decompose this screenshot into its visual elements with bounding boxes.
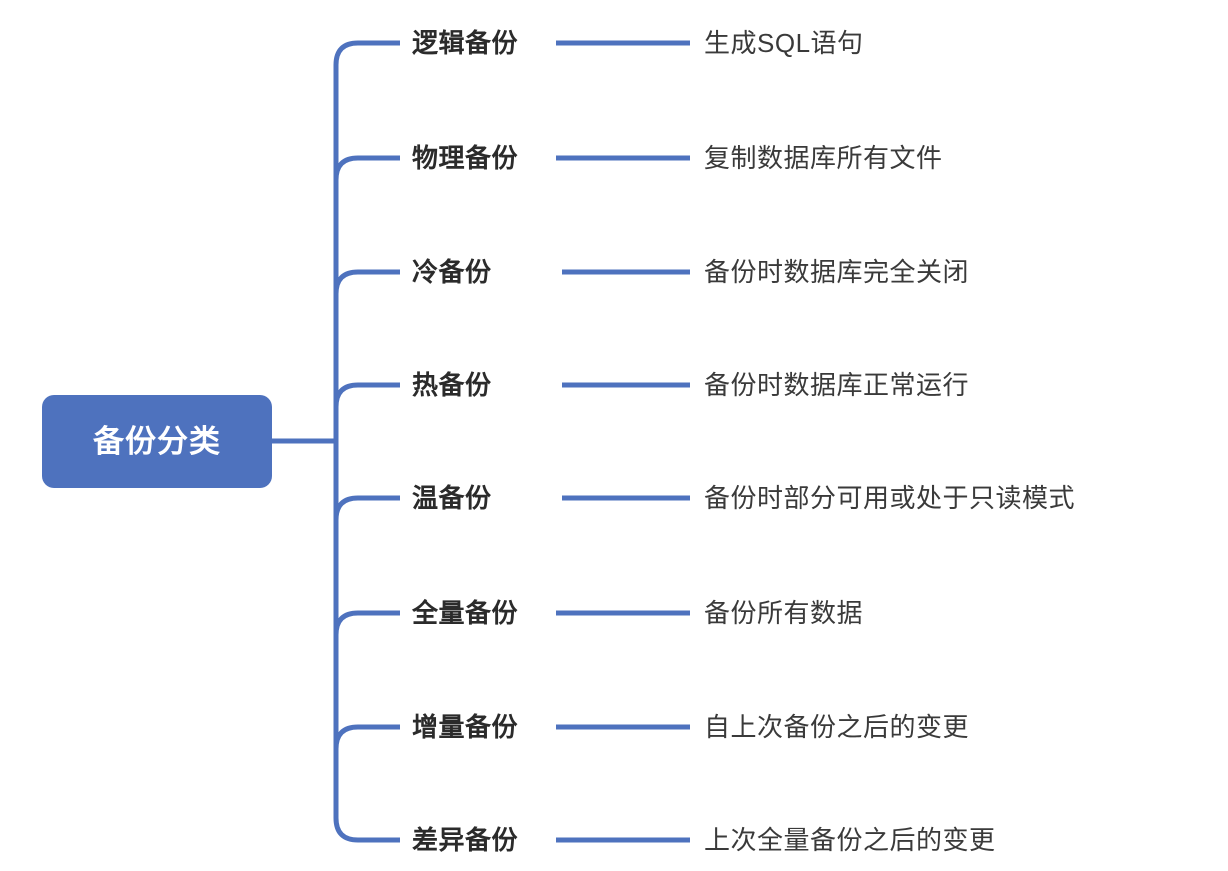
- branch-description[interactable]: 自上次备份之后的变更: [704, 712, 970, 742]
- branch-label[interactable]: 温备份: [412, 483, 492, 513]
- branch-stub-8: [333, 817, 400, 843]
- branch-label[interactable]: 热备份: [412, 370, 492, 400]
- branch-description[interactable]: 备份时数据库完全关闭: [704, 257, 970, 287]
- branch-label[interactable]: 全量备份: [412, 598, 519, 628]
- branch-description[interactable]: 生成SQL语句: [704, 28, 864, 58]
- branch-description[interactable]: 备份时部分可用或处于只读模式: [704, 483, 1076, 513]
- branch-row: 物理备份 复制数据库所有文件: [0, 135, 1228, 181]
- branch-stub-6: [333, 610, 400, 636]
- root-node-label: 备份分类: [93, 424, 221, 459]
- branch-label[interactable]: 物理备份: [412, 143, 519, 173]
- branch-description[interactable]: 复制数据库所有文件: [704, 143, 943, 173]
- branch-stub-3: [333, 269, 400, 295]
- branch-row: 差异备份 上次全量备份之后的变更: [0, 817, 1228, 863]
- root-node[interactable]: 备份分类: [42, 395, 272, 488]
- branch-row: 增量备份 自上次备份之后的变更: [0, 704, 1228, 750]
- branch-row: 全量备份 备份所有数据: [0, 590, 1228, 636]
- branch-stub-4: [333, 382, 400, 408]
- branch-label[interactable]: 差异备份: [412, 825, 519, 855]
- branch-stub-7: [333, 724, 400, 750]
- branch-stub-2: [333, 155, 400, 181]
- branch-row: 温备份 备份时部分可用或处于只读模式: [0, 475, 1228, 521]
- branch-stub-1: [333, 40, 400, 66]
- branch-row: 逻辑备份 生成SQL语句: [0, 20, 1228, 66]
- branch-row: 冷备份 备份时数据库完全关闭: [0, 249, 1228, 295]
- branch-description[interactable]: 备份所有数据: [704, 598, 864, 628]
- branch-description[interactable]: 备份时数据库正常运行: [704, 370, 970, 400]
- branch-label[interactable]: 冷备份: [412, 257, 492, 287]
- branch-row: 热备份 备份时数据库正常运行: [0, 362, 1228, 408]
- branch-label[interactable]: 逻辑备份: [412, 28, 519, 58]
- branch-description[interactable]: 上次全量备份之后的变更: [704, 825, 996, 855]
- branch-label[interactable]: 增量备份: [412, 712, 519, 742]
- branch-stub-5: [333, 495, 400, 521]
